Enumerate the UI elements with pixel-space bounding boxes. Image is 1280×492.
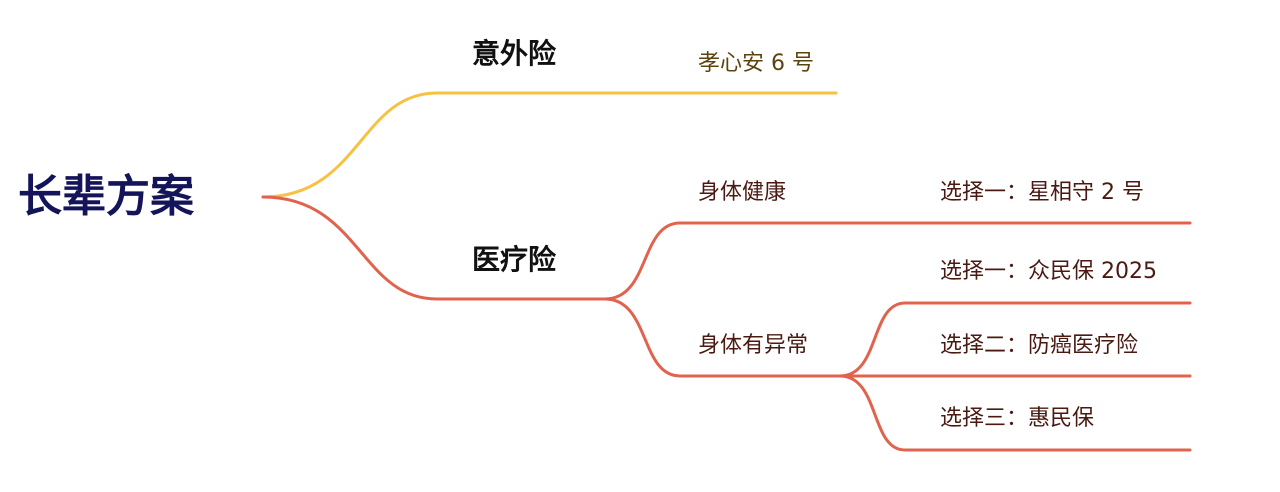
node-option-cancer-medical[interactable]: 选择二：防癌医疗险 [940, 333, 1139, 358]
node-healthy[interactable]: 身体健康 [698, 180, 787, 205]
node-medical-insurance[interactable]: 医疗险 [472, 243, 557, 276]
connector-healthy [603, 221, 1192, 301]
connector-abnormal [603, 297, 842, 378]
node-option-zhongminbao[interactable]: 选择一：众民保 2025 [940, 259, 1157, 284]
connector-medical [261, 195, 607, 301]
node-xiaoxinan-6[interactable]: 孝心安 6 号 [698, 51, 814, 76]
root-node[interactable]: 长辈方案 [18, 171, 194, 222]
node-option-xingxiangshou[interactable]: 选择一：星相守 2 号 [940, 180, 1144, 205]
connector-accident [261, 91, 838, 199]
connector-option1 [838, 301, 1192, 378]
node-option-huiminbao[interactable]: 选择三：惠民保 [940, 406, 1095, 431]
connector-option3 [838, 374, 1192, 452]
node-abnormal[interactable]: 身体有异常 [698, 333, 809, 358]
node-accident-insurance[interactable]: 意外险 [472, 37, 557, 70]
